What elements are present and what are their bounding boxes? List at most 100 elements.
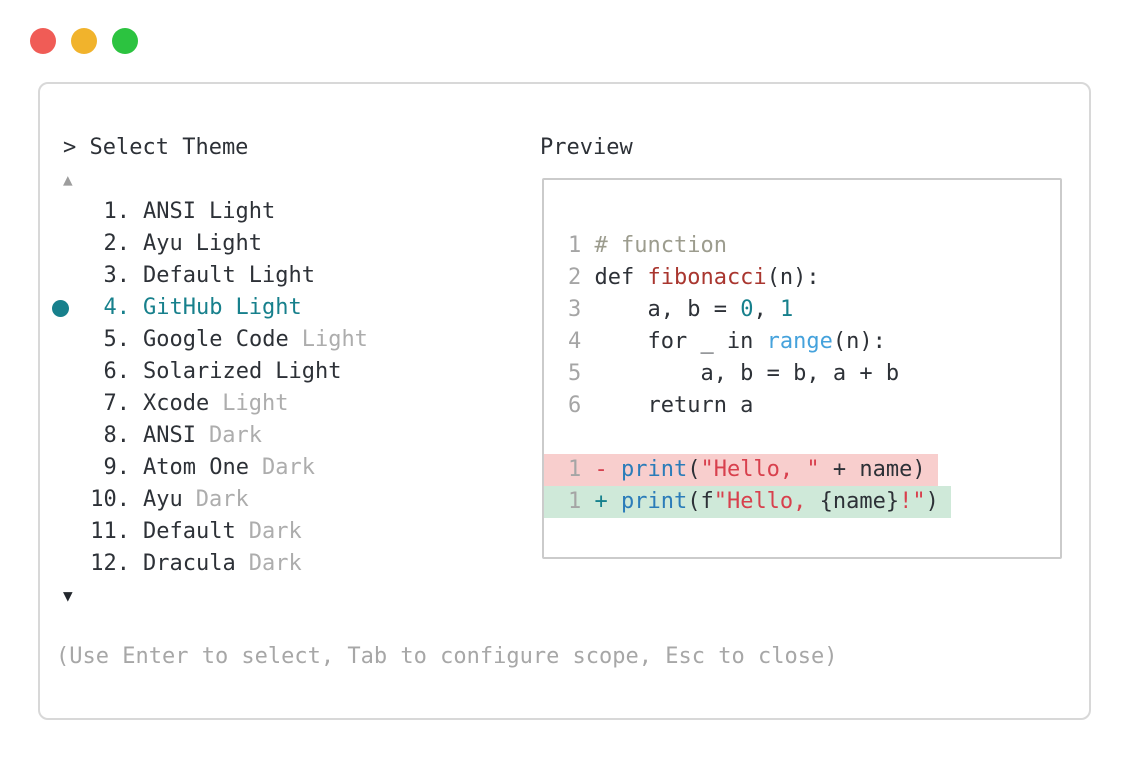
theme-item-dracula-dark[interactable]: 12. Dracula Dark bbox=[40, 548, 520, 580]
code-token: a, b = b, a + b bbox=[594, 361, 900, 386]
theme-name: Google Code bbox=[143, 327, 289, 352]
preview-label: Preview bbox=[540, 135, 633, 160]
selection-gutter bbox=[50, 292, 70, 324]
code-token: ) bbox=[925, 489, 939, 514]
theme-number: 11. bbox=[90, 519, 130, 544]
theme-variant: Dark bbox=[248, 519, 302, 544]
selection-gutter bbox=[50, 548, 70, 580]
selection-gutter bbox=[50, 516, 70, 548]
code-token: print bbox=[620, 457, 688, 482]
theme-variant: Light bbox=[208, 199, 276, 224]
theme-name: Ayu bbox=[143, 231, 183, 256]
maximize-button[interactable] bbox=[112, 28, 138, 54]
code-line: 6 return a bbox=[544, 390, 1060, 422]
line-number: 2 bbox=[568, 265, 582, 290]
theme-name: ANSI bbox=[143, 423, 196, 448]
code-line: 5 a, b = b, a + b bbox=[544, 358, 1060, 390]
code-token: a, b = bbox=[594, 297, 741, 322]
theme-variant: Light bbox=[195, 231, 262, 256]
theme-item-github-light[interactable]: 4. GitHub Light bbox=[40, 292, 520, 324]
code-line: 3 a, b = 0, 1 bbox=[544, 294, 1060, 326]
code-token: print bbox=[620, 489, 688, 514]
selection-gutter bbox=[50, 420, 70, 452]
code-token: 0 bbox=[740, 297, 754, 322]
theme-item-google-code-light[interactable]: 5. Google Code Light bbox=[40, 324, 520, 356]
theme-name: Xcode bbox=[143, 391, 210, 416]
theme-number: 1. bbox=[103, 199, 131, 224]
theme-name: Ayu bbox=[143, 487, 183, 512]
code-token: (n): bbox=[766, 265, 820, 290]
line-number: 1 bbox=[568, 489, 582, 514]
theme-variant: Dark bbox=[195, 487, 249, 512]
diff-minus-sign: - bbox=[594, 457, 608, 482]
theme-name: Default bbox=[143, 519, 236, 544]
theme-item-ansi-dark[interactable]: 8. ANSI Dark bbox=[40, 420, 520, 452]
keyboard-hint: (Use Enter to select, Tab to configure s… bbox=[56, 644, 838, 669]
theme-item-ayu-light[interactable]: 2. Ayu Light bbox=[40, 228, 520, 260]
selected-dot-icon bbox=[51, 299, 69, 317]
theme-item-ayu-dark[interactable]: 10. Ayu Dark bbox=[40, 484, 520, 516]
theme-variant: Dark bbox=[208, 423, 262, 448]
code-token: !" bbox=[899, 489, 926, 514]
theme-number: 10. bbox=[90, 487, 130, 512]
theme-name: Solarized bbox=[143, 359, 263, 384]
theme-list: 1. ANSI Light 2. Ayu Light 3. Default Li… bbox=[40, 196, 520, 580]
selection-gutter bbox=[50, 260, 70, 292]
code-token: "Hello, " bbox=[700, 457, 820, 482]
blank-line bbox=[544, 422, 1060, 454]
code-token: # function bbox=[594, 233, 727, 258]
theme-variant: Light bbox=[301, 327, 368, 352]
theme-number: 7. bbox=[103, 391, 131, 416]
theme-number: 4. bbox=[103, 295, 131, 320]
code-token: return a bbox=[594, 393, 754, 418]
theme-number: 5. bbox=[103, 327, 131, 352]
window-controls bbox=[30, 28, 138, 54]
code-token: for _ in bbox=[594, 329, 767, 354]
line-number: 6 bbox=[568, 393, 582, 418]
theme-variant: Light bbox=[275, 359, 342, 384]
theme-number: 12. bbox=[90, 551, 130, 576]
scroll-down-icon[interactable]: ▼ bbox=[63, 586, 73, 605]
selection-gutter bbox=[50, 484, 70, 516]
code-token: def bbox=[594, 265, 648, 290]
code-line: 4 for _ in range(n): bbox=[544, 326, 1060, 358]
theme-name: Dracula bbox=[143, 551, 236, 576]
code-token: "Hello, bbox=[713, 489, 820, 514]
theme-selector-dialog: > Select Theme Preview ▲ 1. ANSI Light 2… bbox=[38, 82, 1091, 720]
theme-number: 8. bbox=[103, 423, 131, 448]
code-line: 1 # function bbox=[544, 230, 1060, 262]
scroll-up-icon[interactable]: ▲ bbox=[63, 170, 73, 189]
theme-item-xcode-light[interactable]: 7. Xcode Light bbox=[40, 388, 520, 420]
selection-gutter bbox=[50, 452, 70, 484]
minimize-button[interactable] bbox=[71, 28, 97, 54]
theme-name: Default bbox=[143, 263, 236, 288]
theme-variant: Dark bbox=[261, 455, 315, 480]
theme-variant: Light bbox=[222, 391, 289, 416]
theme-name: ANSI bbox=[143, 199, 196, 224]
theme-number: 9. bbox=[103, 455, 131, 480]
line-number: 3 bbox=[568, 297, 582, 322]
theme-item-default-light[interactable]: 3. Default Light bbox=[40, 260, 520, 292]
selection-gutter bbox=[50, 228, 70, 260]
diff-plus-sign: + bbox=[594, 489, 608, 514]
diff-added-line: 1 + print(f"Hello, {name}!") bbox=[544, 486, 951, 518]
theme-item-default-dark[interactable]: 11. Default Dark bbox=[40, 516, 520, 548]
code-token: (f bbox=[687, 489, 714, 514]
theme-item-ansi-light[interactable]: 1. ANSI Light bbox=[40, 196, 520, 228]
diff-removed-line: 1-print("Hello, " + name) bbox=[544, 454, 938, 486]
selection-gutter bbox=[50, 196, 70, 228]
theme-item-atom-one-dark[interactable]: 9. Atom One Dark bbox=[40, 452, 520, 484]
dialog-title: > Select Theme bbox=[63, 135, 249, 160]
theme-variant: Light bbox=[235, 295, 302, 320]
code-token: 1 bbox=[779, 297, 794, 322]
code-token: (n): bbox=[832, 329, 886, 354]
code-token: ( bbox=[687, 457, 701, 482]
theme-variant: Light bbox=[248, 263, 315, 288]
close-button[interactable] bbox=[30, 28, 56, 54]
theme-item-solarized-light[interactable]: 6. Solarized Light bbox=[40, 356, 520, 388]
code-token: {name} bbox=[819, 489, 900, 514]
line-number: 5 bbox=[568, 361, 582, 386]
line-number: 1 bbox=[568, 233, 582, 258]
